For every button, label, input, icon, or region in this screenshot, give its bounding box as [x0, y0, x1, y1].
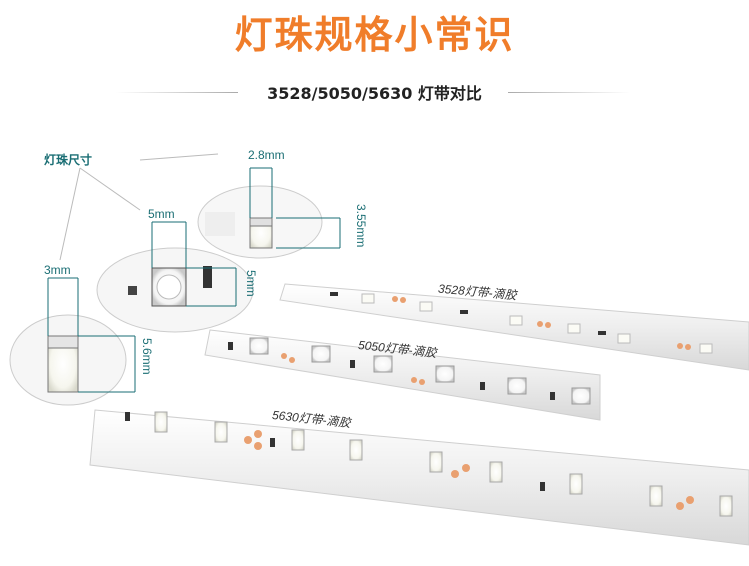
dim-3-55mm: 3.55mm: [354, 204, 368, 248]
strip-5050-pads: [281, 353, 425, 385]
page-subtitle: 3528/5050/5630 灯带对比: [267, 84, 482, 103]
dimension-lines: [47, 167, 341, 393]
strip-3528: [279, 283, 749, 371]
leader-lines: [59, 153, 219, 261]
page-title: 灯珠规格小常识: [234, 13, 515, 57]
size-label: 灯珠尺寸: [44, 153, 93, 167]
subtitle-divider-right: [508, 92, 630, 93]
strip-3528-pads: [392, 296, 691, 350]
dim-5mm-height: 5mm: [244, 270, 258, 297]
strip-5630-pads: [244, 430, 694, 510]
dim-5-6mm: 5.6mm: [140, 338, 154, 375]
dim-5mm-width: 5mm: [148, 207, 175, 221]
magnifier-3528: [197, 185, 323, 259]
strip-5050-leds: [249, 337, 591, 405]
strip-5630-leds: [154, 411, 733, 517]
dim-2-8mm: 2.8mm: [248, 148, 285, 162]
strip-3528-leds: [361, 293, 713, 354]
strip-5050: [204, 329, 601, 421]
subtitle-divider-left: [116, 92, 238, 93]
strip-5630: [89, 409, 749, 546]
dim-3mm: 3mm: [44, 263, 71, 277]
magnifier-5630: [9, 314, 127, 406]
magnifier-5050: [96, 247, 254, 333]
